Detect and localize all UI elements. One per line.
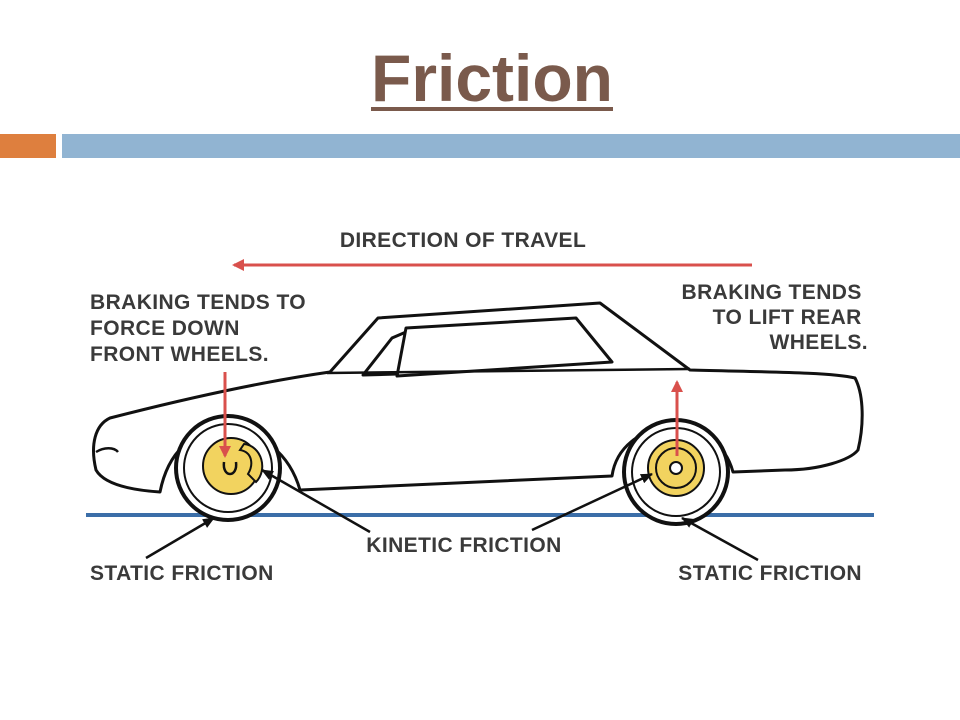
direction-of-travel-label: DIRECTION OF TRAVEL: [340, 229, 586, 252]
kinetic-pointer-front: [261, 468, 371, 534]
static-pointer-rear: [681, 516, 759, 562]
rear-braking-note: BRAKING TENDS TO LIFT REAR WHEELS.: [682, 281, 868, 354]
front-wheel: [174, 414, 282, 522]
slide-title: Friction: [371, 41, 613, 115]
static-friction-rear-label: STATIC FRICTION: [678, 562, 862, 585]
accent-bar: [0, 134, 56, 158]
static-pointer-front: [145, 516, 215, 560]
rear-wheel: [622, 418, 730, 526]
kinetic-pointer-rear: [531, 472, 653, 532]
header-bar: [62, 134, 960, 158]
kinetic-friction-label: KINETIC FRICTION: [366, 534, 561, 557]
front-braking-note: BRAKING TENDS TO FORCE DOWN FRONT WHEELS…: [90, 291, 312, 366]
static-friction-front-label: STATIC FRICTION: [90, 562, 274, 585]
